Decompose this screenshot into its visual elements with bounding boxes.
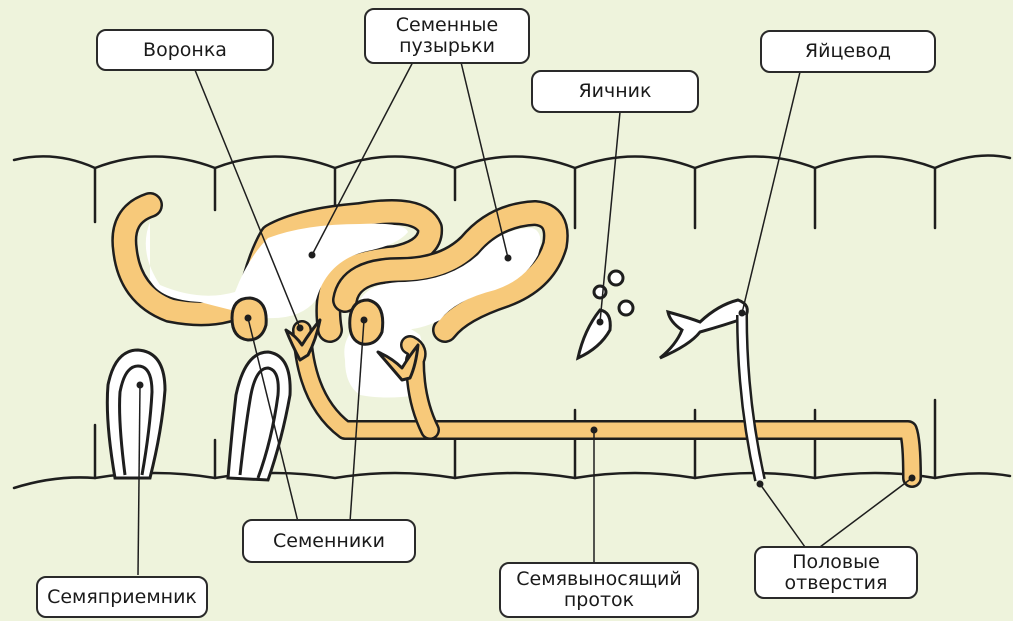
egg	[609, 271, 623, 285]
label-vas-deferens-line1: Семявыносящий	[516, 569, 681, 590]
label-seminal-vesicles: Семенные пузырьки	[364, 8, 530, 64]
leader-opening-left	[760, 484, 805, 547]
label-funnel: Воронка	[96, 29, 274, 71]
leader-dot	[297, 325, 304, 332]
leader-dot	[739, 310, 746, 317]
label-seminal-vesicles-line1: Семенные	[396, 15, 499, 36]
leader-dot	[361, 317, 368, 324]
egg	[619, 301, 633, 315]
spermathecae	[107, 350, 290, 480]
label-genital-openings-line1: Половые	[792, 552, 880, 573]
leader-opening-right	[820, 478, 912, 547]
leader-dot	[309, 252, 316, 259]
label-genital-openings: Половые отверстия	[754, 546, 918, 599]
oviduct-funnel	[660, 300, 747, 358]
body-wall-bottom-line	[14, 473, 1010, 488]
label-spermatheca: Семяприемник	[36, 576, 208, 618]
label-genital-openings-line2: отверстия	[785, 573, 888, 594]
label-testes: Семенники	[242, 519, 416, 563]
spermatheca-left	[107, 350, 165, 478]
leader-ovary	[600, 112, 620, 322]
label-vas-deferens: Семявыносящий проток	[499, 562, 699, 618]
leader-dot	[591, 427, 598, 434]
leader-oviduct	[742, 72, 800, 313]
female-organs	[578, 271, 760, 480]
label-oviduct: Яйцевод	[760, 30, 936, 73]
leader-dot	[757, 481, 764, 488]
label-spermatheca-text: Семяприемник	[47, 587, 197, 608]
body-wall-top-line	[14, 156, 1010, 168]
leader-dot	[245, 315, 252, 322]
egg	[594, 286, 606, 298]
leader-dot	[909, 475, 916, 482]
label-seminal-vesicles-line2: пузырьки	[399, 36, 495, 57]
label-ovary-text: Яичник	[578, 81, 651, 102]
label-testes-text: Семенники	[273, 531, 385, 552]
label-funnel-text: Воронка	[143, 40, 227, 61]
leader-dot	[137, 382, 144, 389]
label-vas-deferens-line2: проток	[564, 590, 634, 611]
ovary-shape	[578, 310, 610, 358]
leader-dot	[505, 255, 512, 262]
label-ovary: Яичник	[531, 70, 699, 113]
label-oviduct-text: Яйцевод	[805, 41, 891, 62]
leader-dot	[597, 319, 604, 326]
